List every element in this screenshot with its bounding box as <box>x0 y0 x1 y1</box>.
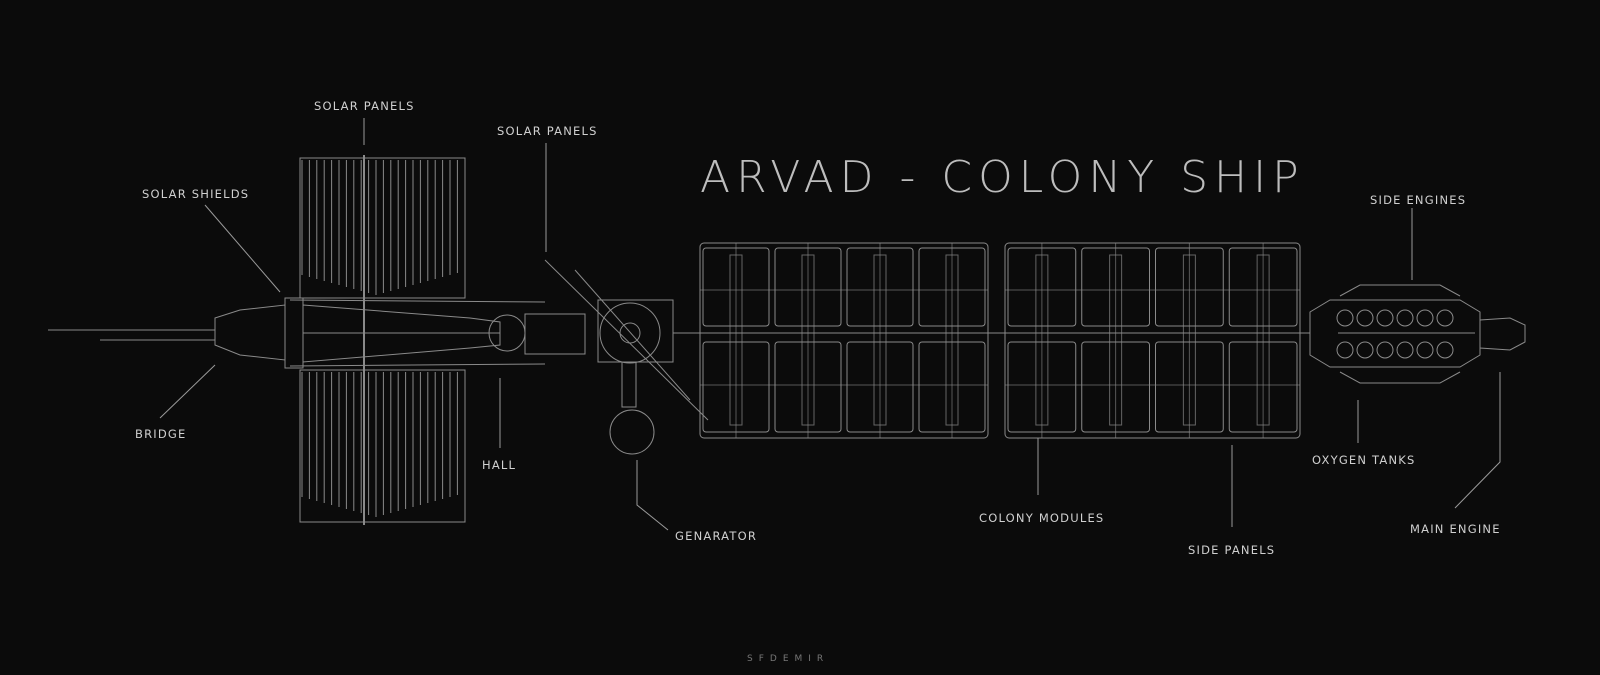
page-title: ARVAD - COLONY SHIP <box>700 152 1305 203</box>
label-colony-modules: COLONY MODULES <box>979 511 1105 525</box>
label-side-engines: SIDE ENGINES <box>1370 193 1467 207</box>
oxygen-tank <box>1416 309 1434 327</box>
leader-bridge <box>159 364 216 419</box>
label-oxygen-tanks: OXYGEN TANKS <box>1312 453 1416 467</box>
label-solar-shields: SOLAR SHIELDS <box>142 187 250 201</box>
module-truss <box>1182 254 1196 426</box>
oxygen-tank <box>1396 309 1414 327</box>
label-bridge: BRIDGE <box>135 427 187 441</box>
module-bank <box>699 242 989 439</box>
colony-module-array <box>699 242 1301 439</box>
module-truss <box>1256 254 1270 426</box>
solar-panel-array-left <box>299 155 466 525</box>
oxygen-tank <box>1396 341 1414 359</box>
oxygen-tank <box>1376 341 1394 359</box>
leader-main-engine <box>1454 372 1501 509</box>
engine-block <box>1309 299 1481 368</box>
solar-panel-frame-top <box>299 157 466 299</box>
leader-solar-shields <box>204 204 281 293</box>
module-truss <box>801 254 815 426</box>
oxygen-tank <box>1356 309 1374 327</box>
main-engine-nozzle <box>1479 317 1526 351</box>
side-engine-bottom <box>1339 371 1461 384</box>
artist-signature: SFDEMIR <box>747 654 830 664</box>
oxygen-tank <box>1336 309 1354 327</box>
bridge-hull <box>214 304 286 361</box>
module-bank <box>1004 242 1301 439</box>
bridge-ring <box>284 297 304 369</box>
oxygen-tank <box>1376 309 1394 327</box>
shield-arm-bottom <box>289 363 546 367</box>
module-truss <box>945 254 959 426</box>
generator-tank <box>609 409 655 455</box>
oxygen-tank <box>1336 341 1354 359</box>
solar-mast-diagonal-2 <box>574 269 691 401</box>
module-truss <box>729 254 743 426</box>
oxygen-tank <box>1436 341 1454 359</box>
oxygen-tank-array <box>1336 309 1475 359</box>
oxygen-tank <box>1416 341 1434 359</box>
oxygen-tank <box>1436 309 1454 327</box>
leader-generator <box>636 460 669 531</box>
ship-drawing <box>48 155 1526 525</box>
module-truss <box>873 254 887 426</box>
side-engine-top <box>1339 284 1461 297</box>
generator-stem <box>621 361 637 408</box>
module-truss <box>1035 254 1049 426</box>
solar-panel-frame-bottom <box>299 369 466 523</box>
generator-ring <box>599 302 661 364</box>
label-generator: GENARATOR <box>675 529 758 543</box>
shield-arm-top <box>289 299 546 303</box>
solar-mast-diagonal <box>544 259 709 421</box>
label-solar-panels-mid: SOLAR PANELS <box>497 124 598 138</box>
label-main-engine: MAIN ENGINE <box>1410 522 1501 536</box>
label-hall: HALL <box>482 458 517 472</box>
hall-connector <box>524 313 586 355</box>
module-truss <box>1109 254 1123 426</box>
oxygen-tank <box>1356 341 1374 359</box>
spine-body <box>302 304 501 363</box>
label-solar-panels-left: SOLAR PANELS <box>314 99 415 113</box>
leader-lines <box>159 118 1501 531</box>
label-side-panels: SIDE PANELS <box>1188 543 1276 557</box>
